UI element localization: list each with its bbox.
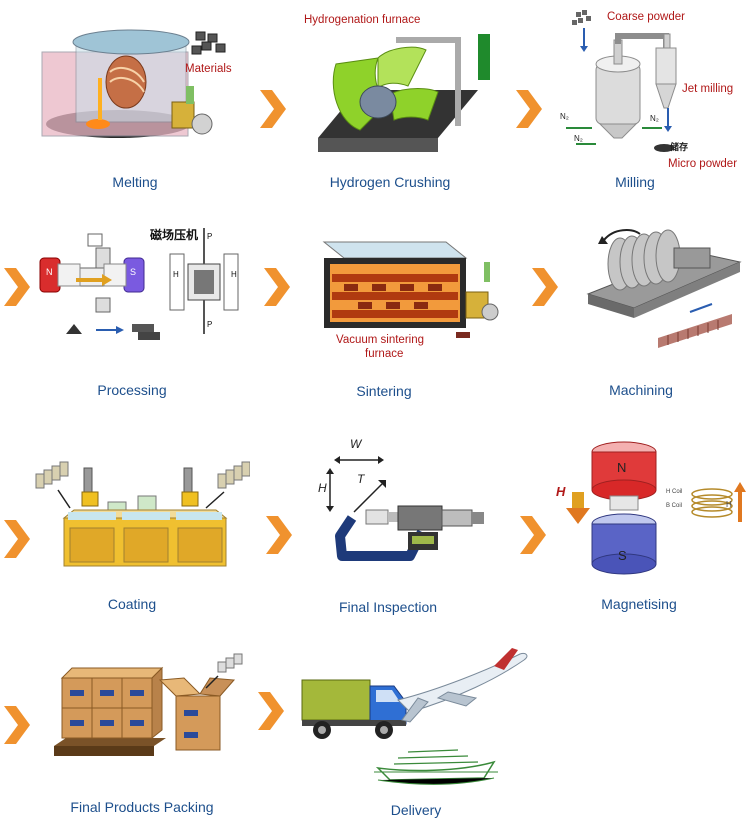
annotation-magnetic-press: 磁场压机 (150, 228, 199, 242)
flow-arrow-icon (520, 516, 546, 554)
flow-arrow-icon (258, 692, 284, 730)
annotation-furnace: furnace (365, 348, 404, 360)
annotation-materials: Materials (185, 63, 232, 75)
magnetic-press-illustration (39, 228, 239, 340)
annotation-micro-powder: Micro powder (668, 158, 738, 170)
coating-tanks-illustration (35, 461, 250, 567)
step-label-delivery: Delivery (390, 802, 442, 818)
flow-arrow-icon (260, 90, 286, 128)
machining-saw-illustration (586, 229, 742, 348)
annotation-width: W (350, 437, 362, 451)
step-label-final-inspection: Final Inspection (338, 599, 438, 615)
annotation-n2-b: N₂ (650, 114, 659, 123)
step-label-final-products-packing: Final Products Packing (70, 799, 214, 815)
flow-arrow-icon (4, 706, 30, 744)
flow-arrow-icon (532, 268, 558, 306)
annotation-h-left: H (173, 270, 179, 279)
flow-arrow-icon (516, 90, 542, 128)
step-label-coating: Coating (107, 596, 157, 612)
annotation-coarse-powder: Coarse powder (607, 11, 685, 23)
annotation-storage: 储存 (670, 142, 689, 152)
annotation-b-coil: B Coil (666, 503, 683, 509)
flow-arrow-icon (4, 520, 30, 558)
annotation-hydrogenation-furnace: Hydrogenation furnace (304, 14, 421, 26)
micrometer-illustration (326, 456, 484, 561)
annotation-n-pole: N (46, 267, 53, 277)
step-label-sintering: Sintering (356, 383, 412, 399)
annotation-height: H (318, 481, 327, 495)
hydrogenation-furnace-illustration (318, 34, 490, 152)
annotation-magnetiser-s: S (618, 548, 627, 563)
magnetiser-illustration (566, 441, 746, 575)
annotation-h-right: H (231, 270, 237, 279)
annotation-field-h: H (556, 484, 566, 499)
step-label-magnetising: Magnetising (601, 596, 677, 612)
annotation-coil-h: H (726, 500, 732, 509)
jet-mill-illustration (566, 10, 677, 152)
annotation-p-bottom: P (207, 320, 213, 329)
annotation-thickness: T (357, 472, 365, 486)
flow-arrow-icon (266, 516, 292, 554)
annotation-h-coil: H Coil (666, 489, 683, 495)
packing-boxes-illustration (54, 653, 243, 756)
vacuum-sintering-furnace-illustration (322, 241, 499, 338)
annotation-s-pole: S (130, 267, 137, 277)
annotation-jet-milling: Jet milling (682, 83, 734, 95)
step-label-hydrogen-crushing: Hydrogen Crushing (329, 174, 451, 190)
step-label-machining: Machining (609, 382, 673, 398)
flow-arrow-icon (264, 268, 290, 306)
annotation-magnetiser-n: N (617, 460, 627, 475)
annotation-n2-c: N₂ (574, 134, 583, 143)
step-label-milling: Milling (615, 174, 655, 190)
melting-furnace-illustration (41, 29, 226, 138)
flow-arrow-icon (4, 268, 30, 306)
annotation-vacuum-sintering: Vacuum sintering (336, 334, 424, 346)
step-label-melting: Melting (112, 174, 158, 190)
step-label-processing: Processing (97, 382, 167, 398)
annotation-p-top: P (207, 232, 213, 241)
annotation-n2-a: N₂ (560, 112, 569, 121)
delivery-vehicles-illustration (301, 648, 528, 785)
